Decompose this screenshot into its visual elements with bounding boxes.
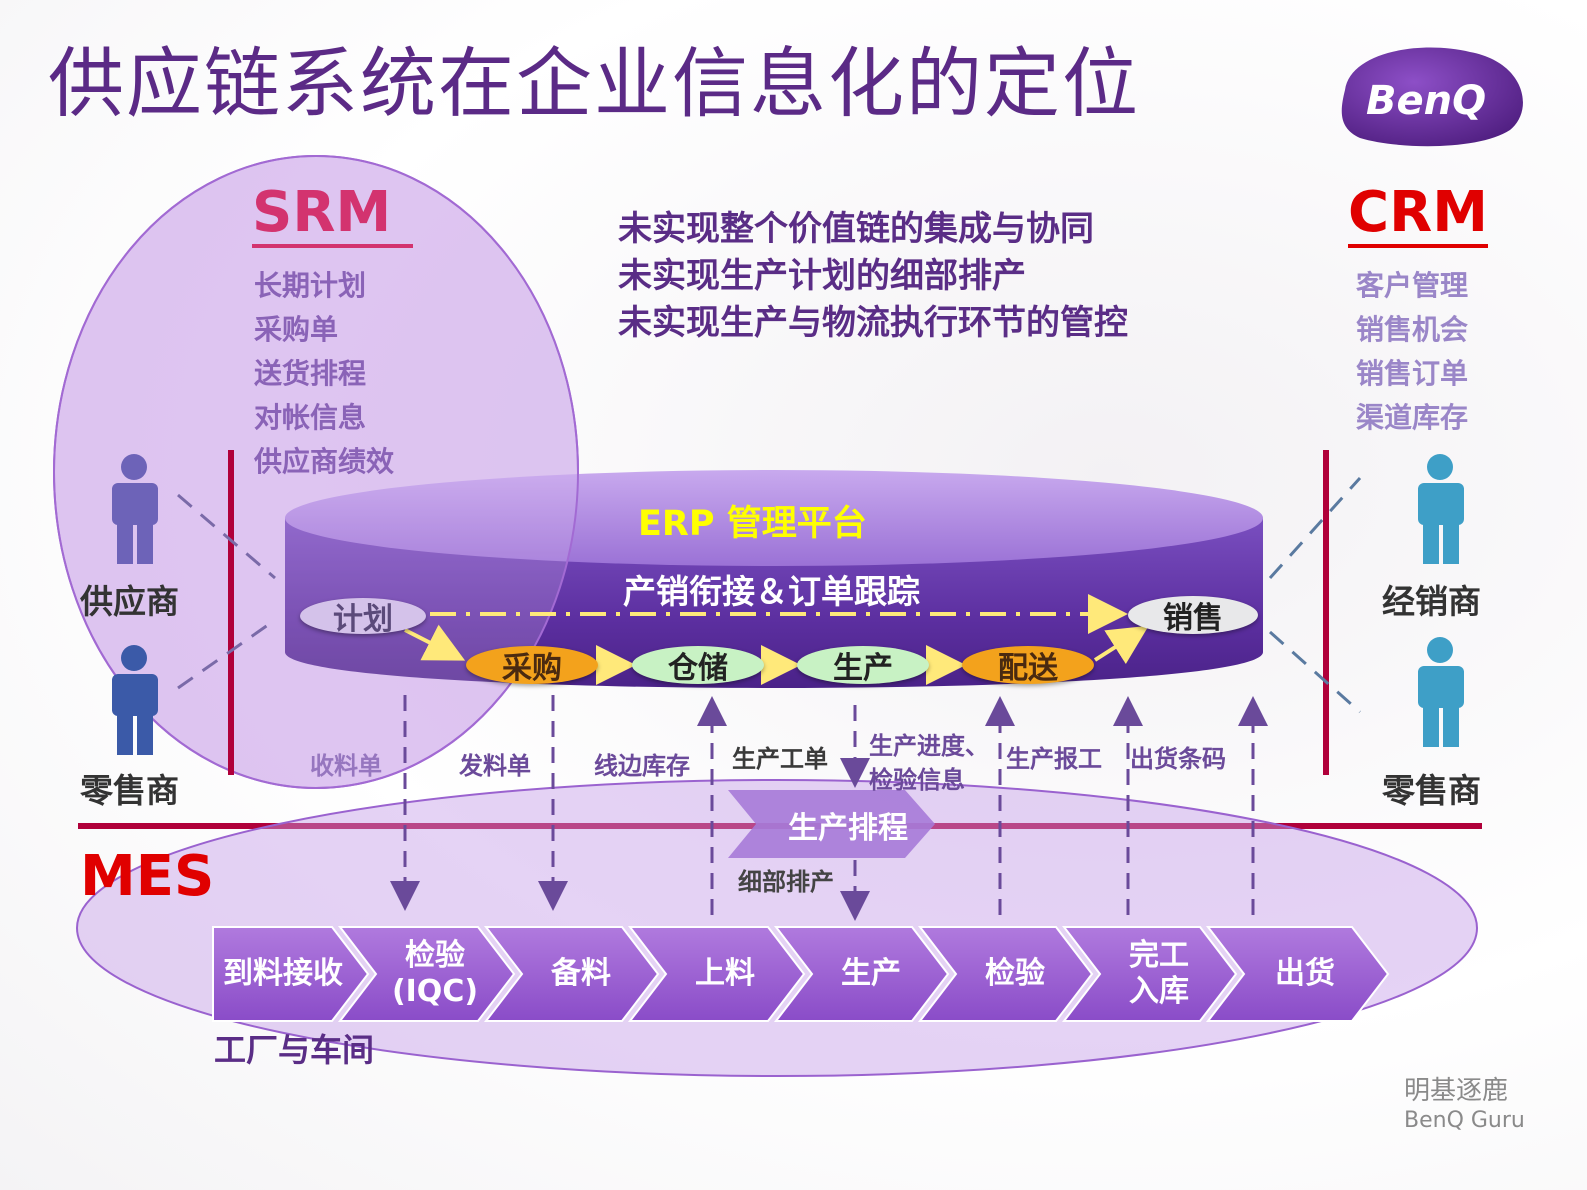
node-purchase: 采购 bbox=[466, 646, 598, 686]
process-step-label: 到料接收 bbox=[223, 956, 343, 991]
label-issue: 发料单 bbox=[459, 752, 531, 780]
erp-cylinder-side bbox=[285, 518, 1263, 688]
process-step: 出货 bbox=[1240, 956, 1370, 992]
retailer-left-label: 零售商 bbox=[80, 771, 179, 810]
node-delivery: 配送 bbox=[962, 646, 1094, 686]
process-step-label: 备料 bbox=[551, 956, 611, 991]
benq-logo-shape bbox=[1341, 47, 1523, 147]
process-step-label: 检验 bbox=[985, 956, 1045, 991]
retailer-right-person-icon bbox=[1418, 637, 1464, 747]
page-title: 供应链系统在企业信息化的定位 bbox=[48, 39, 1140, 128]
node-plan: 计划 bbox=[300, 598, 426, 637]
dealer-label: 经销商 bbox=[1382, 582, 1481, 621]
label-work-order: 生产工单 bbox=[732, 745, 828, 773]
process-step: 检验 bbox=[950, 956, 1080, 992]
label-line-stock: 线边库存 bbox=[594, 752, 690, 780]
node-production: 生产 bbox=[797, 646, 929, 686]
process-step-label-2: 入库 bbox=[1129, 974, 1189, 1009]
label-inspection-info: 检验信息 bbox=[869, 766, 965, 794]
process-step: 完工 入库 bbox=[1094, 938, 1224, 1010]
label-barcode: 出货条码 bbox=[1130, 745, 1226, 773]
process-step-label-2: (IQC) bbox=[391, 974, 479, 1009]
crm-item: 销售订单 bbox=[1356, 357, 1469, 390]
srm-item: 对帐信息 bbox=[254, 401, 367, 434]
crm-item: 客户管理 bbox=[1356, 269, 1469, 302]
schedule-chevron bbox=[728, 790, 935, 858]
label-progress: 生产进度、 bbox=[869, 732, 989, 760]
srm-item: 长期计划 bbox=[254, 269, 367, 302]
supplier-label: 供应商 bbox=[80, 582, 179, 621]
erp-cylinder-top bbox=[285, 470, 1263, 566]
process-chevrons bbox=[212, 926, 1390, 1022]
footer-brand-cn: 明基逐鹿 bbox=[1404, 1076, 1509, 1106]
footer-brand-en: BenQ Guru bbox=[1404, 1108, 1525, 1133]
srm-heading: SRM bbox=[252, 182, 414, 248]
process-step-label: 出货 bbox=[1275, 956, 1335, 991]
process-step: 上料 bbox=[660, 956, 790, 992]
crm-item: 渠道库存 bbox=[1356, 401, 1469, 434]
process-step: 检验 (IQC) bbox=[370, 938, 500, 1010]
srm-item: 采购单 bbox=[254, 313, 339, 346]
issue-item: 未实现生产计划的细部排产 bbox=[618, 256, 1026, 296]
process-step-label: 检验 bbox=[405, 938, 465, 973]
retailer-left-person-icon bbox=[112, 645, 158, 755]
process-step-label: 完工 bbox=[1129, 938, 1189, 973]
issue-item: 未实现整个价值链的集成与协同 bbox=[618, 209, 1094, 249]
mes-heading: MES bbox=[80, 844, 215, 909]
erp-title: ERP 管理平台 bbox=[638, 504, 867, 544]
issue-item: 未实现生产与物流执行环节的管控 bbox=[618, 303, 1128, 343]
process-step-label: 生产 bbox=[841, 956, 901, 991]
supplier-person-icon bbox=[112, 454, 158, 564]
process-step: 备料 bbox=[516, 956, 646, 992]
process-step: 生产 bbox=[806, 956, 936, 992]
node-sales: 销售 bbox=[1128, 596, 1258, 636]
label-report: 生产报工 bbox=[1006, 745, 1102, 773]
schedule-label: 生产排程 bbox=[788, 811, 908, 846]
node-warehouse: 仓储 bbox=[632, 646, 764, 686]
erp-subtitle: 产销衔接＆订单跟踪 bbox=[623, 572, 920, 611]
benq-logo-text: BenQ bbox=[1366, 78, 1487, 124]
label-receipt: 收料单 bbox=[310, 752, 382, 780]
factory-label: 工厂与车间 bbox=[214, 1031, 375, 1069]
process-step: 到料接收 bbox=[213, 956, 353, 992]
srm-item: 送货排程 bbox=[254, 357, 367, 390]
issues-list: 未实现整个价值链的集成与协同 未实现生产计划的细部排产 未实现生产与物流执行环节… bbox=[618, 206, 1128, 347]
srm-item: 供应商绩效 bbox=[254, 445, 395, 478]
retailer-right-label: 零售商 bbox=[1382, 771, 1481, 810]
crm-heading: CRM bbox=[1348, 182, 1488, 248]
srm-list: 长期计划 采购单 送货排程 对帐信息 供应商绩效 bbox=[254, 264, 394, 484]
crm-list: 客户管理 销售机会 销售订单 渠道库存 bbox=[1356, 264, 1468, 440]
process-step-label: 上料 bbox=[695, 956, 755, 991]
fine-schedule-label: 细部排产 bbox=[738, 868, 834, 896]
dealer-person-icon bbox=[1418, 454, 1464, 564]
crm-item: 销售机会 bbox=[1356, 313, 1469, 346]
